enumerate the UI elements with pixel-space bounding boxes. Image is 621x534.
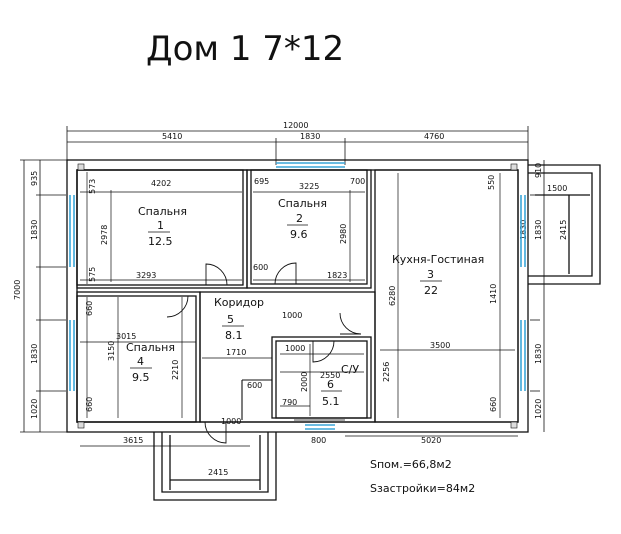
dim-2978: 2978 (100, 225, 109, 245)
room-area: 8.1 (225, 329, 243, 342)
porch-right (528, 164, 601, 285)
dim-2550: 2550 (320, 371, 340, 380)
room-bathroom: С/У 6 5.1 (321, 363, 359, 408)
room-name: Спальня (278, 197, 327, 210)
room-number: 5 (227, 313, 234, 326)
right-dimension-lines (530, 160, 545, 432)
dim-6280: 6280 (388, 286, 397, 306)
room-corridor: Коридор 5 8.1 (214, 296, 264, 342)
dim-1823: 1823 (327, 271, 347, 280)
dim-left-1830a: 1830 (30, 220, 39, 240)
room-number: 3 (427, 268, 434, 281)
dim-1000-door: 1000 (221, 417, 241, 426)
room-number: 1 (157, 219, 164, 232)
left-dimension-lines (20, 159, 70, 433)
dim-4202: 4202 (151, 179, 171, 188)
dim-700: 700 (350, 177, 365, 186)
dim-right-910: 910 (534, 163, 543, 178)
room-name: Коридор (214, 296, 264, 309)
dim-660-bedroom4-bottom: 660 (85, 397, 94, 412)
room-number: 4 (137, 355, 144, 368)
room-name: Спальня (138, 205, 187, 218)
dim-1830-porch: 1830 (534, 220, 543, 240)
room-bedroom-1: Спальня 1 12.5 (138, 205, 187, 248)
dim-left-1830b: 1830 (30, 344, 39, 364)
dim-1710: 1710 (226, 348, 246, 357)
area-note-building: Sзастройки=84м2 (370, 482, 475, 495)
room-bedroom-2: Спальня 2 9.6 (278, 197, 327, 241)
dim-2415-porch: 2415 (559, 220, 568, 240)
room-area: 22 (424, 284, 438, 297)
dim-800: 800 (311, 436, 326, 445)
dim-3615: 3615 (123, 436, 143, 445)
room-area: 5.1 (322, 395, 340, 408)
dim-top-right: 4760 (424, 132, 444, 141)
dim-top-mid: 1830 (300, 132, 320, 141)
room-name: Кухня-Гостиная (392, 253, 484, 266)
dim-3225: 3225 (299, 182, 319, 191)
dim-overall-width: 12000 (283, 121, 308, 130)
interior-walls (76, 169, 519, 423)
dim-573: 573 (88, 179, 97, 194)
dim-left-935: 935 (30, 171, 39, 186)
room-area: 12.5 (148, 235, 173, 248)
dim-575: 575 (88, 267, 97, 282)
dim-top-left: 5410 (162, 132, 182, 141)
dim-5020: 5020 (421, 436, 441, 445)
dim-550: 550 (487, 175, 496, 190)
room-area: 9.6 (290, 228, 308, 241)
dim-790: 790 (282, 398, 297, 407)
corridor-partition (241, 379, 272, 420)
dim-right-1830a: 1830 (519, 220, 528, 240)
dim-3293: 3293 (136, 271, 156, 280)
room-number: 6 (327, 378, 334, 391)
dim-left-1020: 1020 (30, 399, 39, 419)
room-kitchen: Кухня-Гостиная 3 22 (392, 253, 484, 297)
dim-right-1830b: 1830 (534, 344, 543, 364)
dim-2415: 2415 (208, 468, 228, 477)
dim-600-corridor: 600 (247, 381, 262, 390)
dim-2980: 2980 (339, 224, 348, 244)
area-note-rooms: Sпом.=66,8м2 (370, 458, 452, 471)
dim-2210: 2210 (171, 360, 180, 380)
dim-right-1020: 1020 (534, 399, 543, 419)
porch-bottom (153, 432, 277, 501)
dim-600-bedroom2: 600 (253, 263, 268, 272)
dim-2256: 2256 (382, 362, 391, 382)
room-area: 9.5 (132, 371, 150, 384)
dim-2000: 2000 (300, 372, 309, 392)
dim-3150: 3150 (107, 341, 116, 361)
inner-dimension-lines (80, 172, 518, 447)
windows (69, 162, 526, 430)
top-dimension-lines (66, 126, 529, 165)
room-bedroom-4: Спальня 4 9.5 (126, 341, 175, 384)
door-swings (166, 262, 362, 444)
dim-660-bedroom4-top: 660 (85, 301, 94, 316)
room-name: Спальня (126, 341, 175, 354)
dim-1410: 1410 (489, 284, 498, 304)
dim-overall-height: 7000 (13, 280, 22, 300)
corner-markers (77, 163, 518, 429)
dim-695: 695 (254, 177, 269, 186)
dim-660-kitchen: 660 (489, 397, 498, 412)
page-title: Дом 1 7*12 (146, 29, 344, 69)
dim-1500: 1500 (547, 184, 567, 193)
dim-3500: 3500 (430, 341, 450, 350)
dim-3015: 3015 (116, 332, 136, 341)
room-number: 2 (296, 212, 303, 225)
dim-1000-bath: 1000 (285, 344, 305, 353)
room-name: С/У (341, 363, 359, 376)
dim-1000-corridor: 1000 (282, 311, 302, 320)
